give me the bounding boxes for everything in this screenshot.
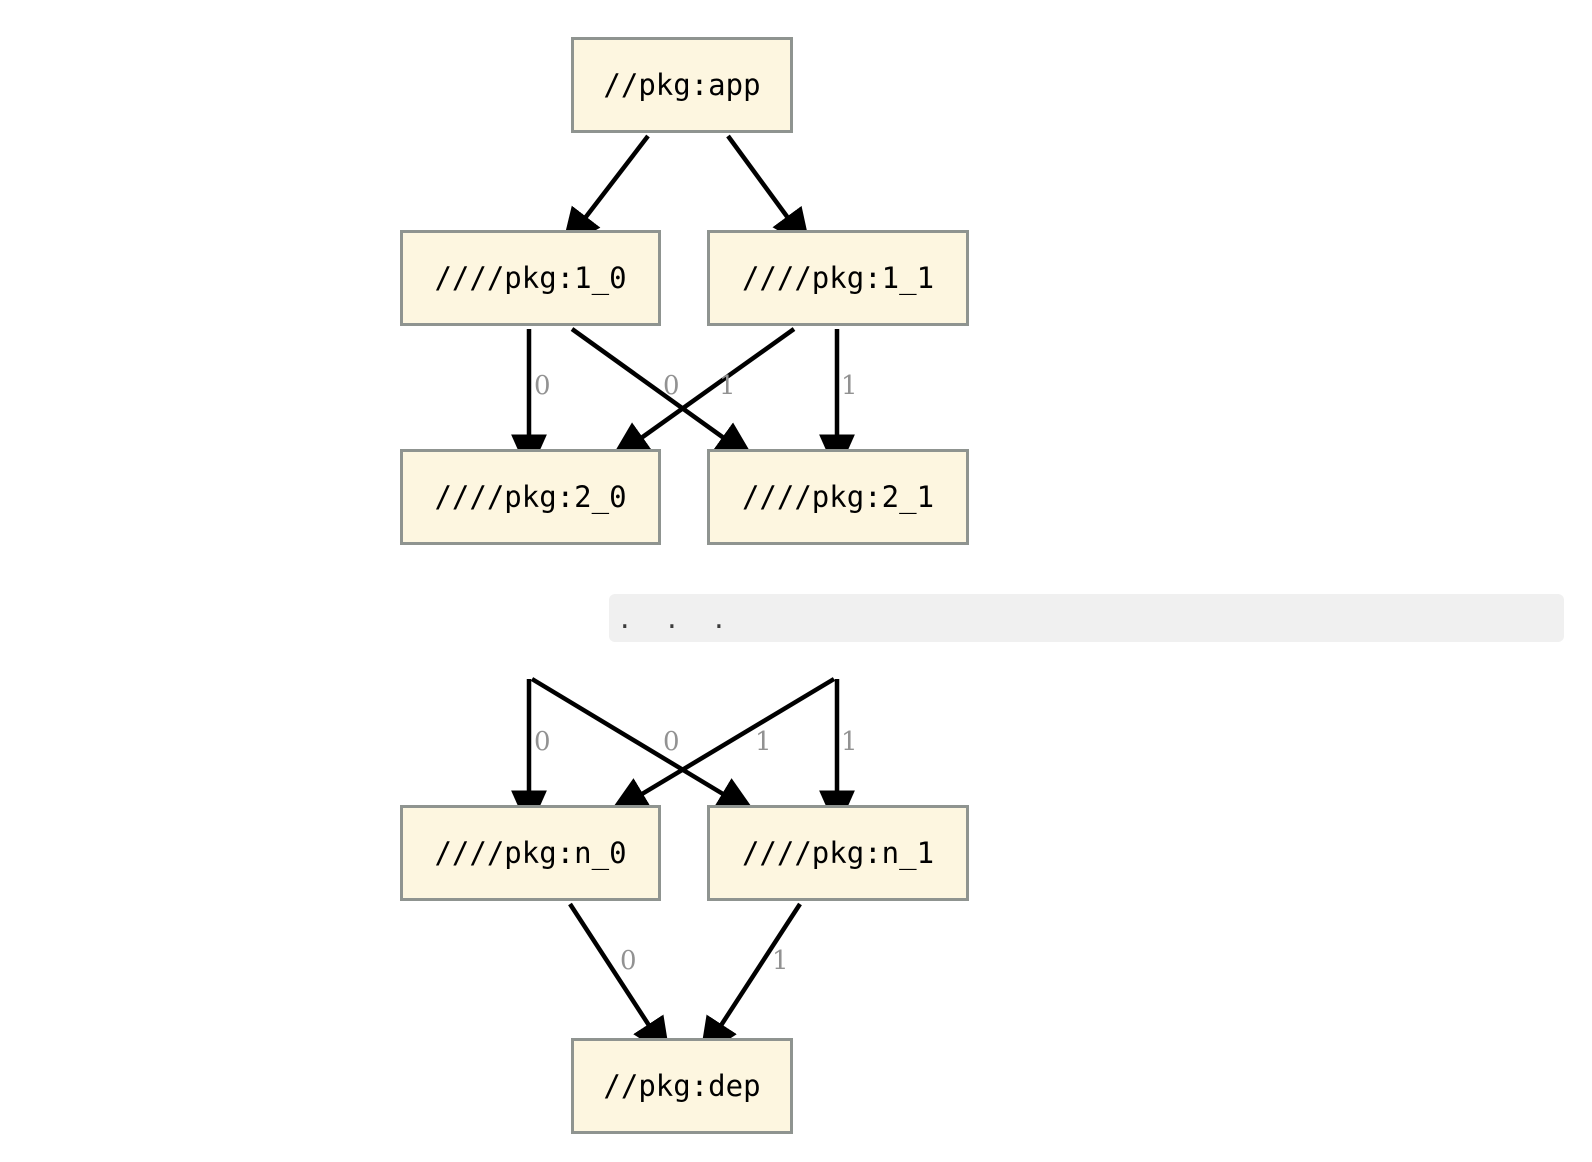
node-pkg-1_0[interactable]: ////pkg:1_0 (400, 230, 661, 326)
edge-label-dots-n_1-straight: 1 (841, 727, 858, 757)
edge-label-dots-n_0-cross: 1 (755, 727, 772, 757)
node-label: //pkg:app (603, 67, 761, 102)
edge-1_0-to-2_1 (570, 327, 756, 461)
node-label: ////pkg:1_1 (741, 260, 935, 295)
node-pkg-2_0[interactable]: ////pkg:2_0 (400, 449, 661, 545)
node-pkg-n_1[interactable]: ////pkg:n_1 (707, 805, 969, 901)
node-pkg-2_1[interactable]: ////pkg:2_1 (707, 449, 969, 545)
ellipsis-band: . . . (609, 594, 1564, 642)
node-label: ////pkg:n_1 (741, 835, 935, 870)
edge-label-1_0-2_0: 0 (534, 371, 551, 401)
edge-label-1_0-2_1: 0 (663, 371, 680, 401)
node-label: ////pkg:2_1 (741, 479, 935, 514)
edge-1_1-to-2_0 (609, 327, 796, 461)
edge-label-dots-n_0: 0 (534, 727, 551, 757)
edge-dots-to-n_1 (530, 677, 757, 815)
edge-label-1_1-2_0: 1 (719, 371, 736, 401)
edge-app-to-1_0 (561, 134, 650, 249)
node-pkg-n_0[interactable]: ////pkg:n_0 (400, 805, 661, 901)
edge-app-to-1_1 (726, 134, 811, 250)
edge-dots-to-n_0-cross (608, 677, 836, 815)
node-pkg-app[interactable]: //pkg:app (571, 37, 793, 133)
node-label: ////pkg:2_0 (434, 479, 627, 514)
edge-label-dots-n_1: 0 (663, 727, 680, 757)
edge-label-1_1-2_1: 1 (841, 371, 858, 401)
node-label: //pkg:dep (603, 1068, 761, 1103)
edge-n_1-to-dep (699, 902, 802, 1059)
node-pkg-1_1[interactable]: ////pkg:1_1 (707, 230, 969, 326)
edge-label-n_0-dep: 0 (620, 946, 637, 976)
node-label: ////pkg:1_0 (434, 260, 627, 295)
edge-n_0-to-dep (568, 902, 671, 1059)
edge-label-n_1-dep: 1 (772, 946, 789, 976)
node-label: ////pkg:n_0 (434, 835, 627, 870)
node-pkg-dep[interactable]: //pkg:dep (571, 1038, 793, 1134)
ellipsis-dots: . . . (620, 601, 738, 636)
